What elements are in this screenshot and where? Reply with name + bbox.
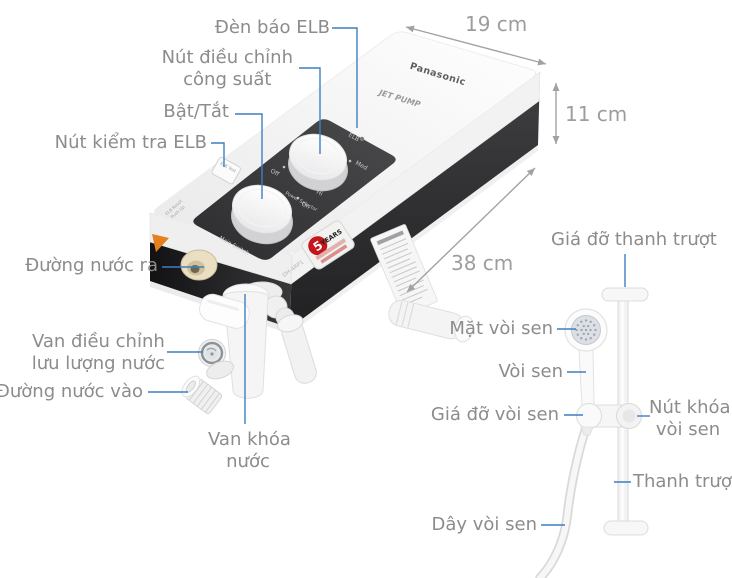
label-power-knob: Nút điều chỉnh công suất: [161, 47, 293, 90]
leader-on-off: [235, 113, 263, 199]
panel-elb-text: ELB: [347, 132, 360, 144]
label-holder-lock: Nút khóa vòi sen: [649, 397, 731, 440]
on-tick: [296, 196, 300, 200]
elb-indicator-lamp: [359, 136, 365, 142]
shower-head: [564, 308, 608, 352]
orange-bracket: [152, 234, 169, 252]
dimension-arrows: [405, 25, 560, 293]
main-switch-knob[interactable]: [225, 178, 298, 251]
label-slide-rail: Thanh trượt: [633, 471, 732, 492]
shower-kit: [535, 287, 649, 578]
dimension-depth: 38 cm: [451, 251, 514, 275]
label-shower-holder: Giá đỡ vòi sen: [430, 404, 559, 425]
shower-holder: [576, 403, 642, 436]
valve-outlet-pipe: [277, 314, 317, 384]
dimension-width: 19 cm: [465, 12, 528, 36]
leader-elb-test: [211, 142, 225, 167]
label-shower-face: Mặt vòi sen: [449, 318, 553, 339]
label-shower-handle: Vòi sen: [498, 361, 563, 382]
rail-bottom-bracket: [603, 520, 649, 536]
leader-elb-light: [332, 27, 358, 128]
label-water-out: Đường nước ra: [25, 255, 158, 276]
shower-handle: [578, 345, 595, 407]
valve-assembly: [181, 281, 474, 415]
label-flow-valve: Van điều chỉnh lưu lượng nước: [31, 331, 165, 374]
label-water-in: Đường nước vào: [0, 381, 143, 402]
outlet-elbow: [388, 299, 474, 343]
panel-on-text: On: [300, 201, 311, 211]
rail-top-bracket: [601, 287, 649, 302]
off-tick: [282, 165, 286, 169]
valve-lever[interactable]: [197, 291, 253, 331]
valve-knurl-ring: [206, 360, 234, 380]
panel-hi-text: Hi: [315, 189, 324, 198]
power-selector-knob[interactable]: [283, 127, 354, 197]
shower-face-nozzles: [575, 319, 597, 341]
hose-nut: [580, 426, 594, 436]
warranty-badge: 5 YEARS: [301, 220, 355, 270]
dimension-height: 11 cm: [565, 102, 628, 126]
label-shower-hose: Dây vòi sen: [431, 514, 537, 535]
label-shutoff-valve: Van khóa nước: [208, 429, 291, 472]
label-elb-test: Nút kiểm tra ELB: [54, 132, 207, 153]
panel-off-text: Off: [269, 168, 281, 179]
label-on-off: Bật/Tắt: [163, 101, 229, 122]
water-outlet-connector: [180, 249, 218, 281]
label-elb-light: Đèn báo ELB: [214, 17, 330, 38]
leader-power-knob: [299, 67, 321, 154]
dimension-arrow-19cm: [405, 25, 547, 66]
med-tick: [348, 159, 352, 163]
dimension-arrow-38cm: [406, 167, 536, 293]
leader-lines: [148, 27, 650, 526]
label-rail-bracket: Giá đỡ thanh trượt: [551, 229, 717, 250]
badge-circle: [308, 236, 328, 256]
flow-meter-window: [198, 339, 226, 367]
